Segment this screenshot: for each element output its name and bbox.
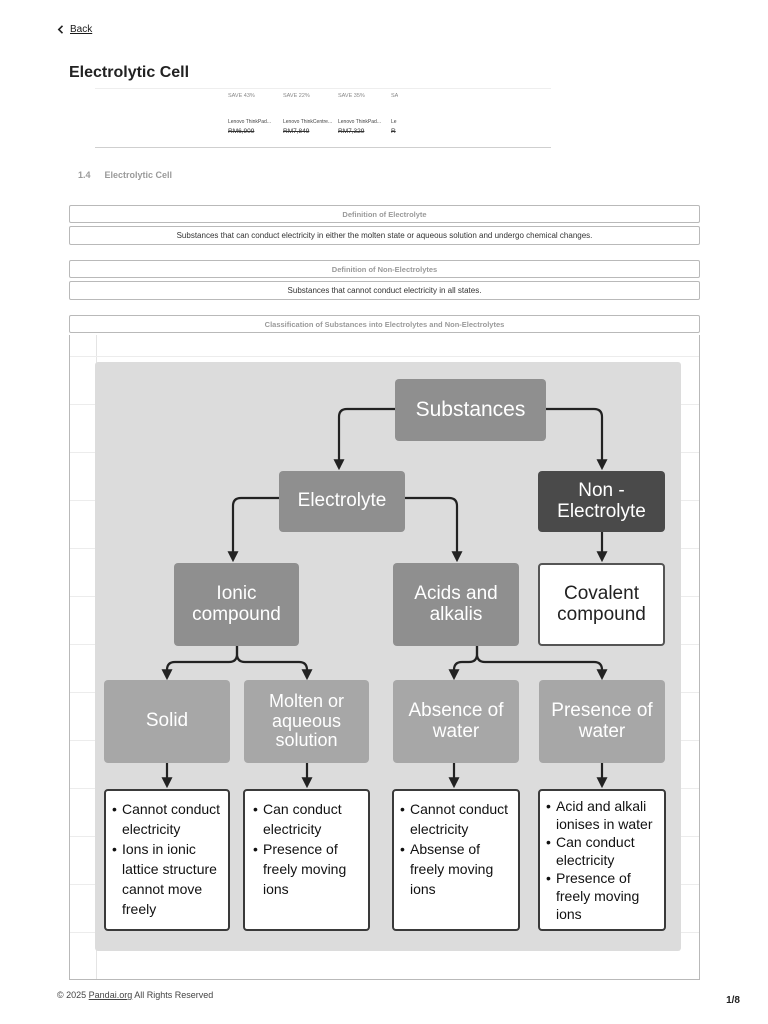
ad-product-price: RM7,329	[338, 128, 365, 135]
node-acids-and-alkalis: Acids and alkalis	[393, 563, 519, 646]
connector-electrolyte-acids	[405, 496, 463, 563]
section-title: Electrolytic Cell	[104, 170, 173, 180]
copyright-prefix: © 2025	[57, 990, 87, 1000]
connector-ionic-solid	[161, 646, 239, 681]
list-item: Acid and alkali ionises in water	[544, 797, 658, 833]
node-presence-of-water: Presence of water	[539, 680, 665, 763]
ad-product-discount: SAVE 35%	[338, 93, 365, 99]
list-item: Can conduct electricity	[251, 799, 362, 839]
section-heading: 1.4 Electrolytic Cell	[78, 170, 172, 180]
ad-product-discount: SAVE 43%	[228, 93, 255, 99]
list-absence-properties: Cannot conduct electricity Absense of fr…	[392, 789, 520, 931]
connector-substances-non-electrolyte	[546, 407, 608, 471]
list-item: Presence of freely moving ions	[251, 839, 362, 899]
connector-substances-electrolyte	[333, 407, 395, 471]
electrolyte-definition-heading: Definition of Electrolyte	[69, 205, 700, 223]
connector-acids-presence	[475, 646, 608, 681]
connector-ionic-molten	[235, 646, 313, 681]
page-title: Electrolytic Cell	[69, 64, 190, 81]
list-item: Cannot conduct electricity	[398, 799, 512, 839]
node-ionic-compound: Ionic compound	[174, 563, 299, 646]
ad-product[interactable]: SAVE 22% Lenovo ThinkCentre... RM7,849	[283, 93, 335, 135]
list-item: Presence of freely moving ions	[544, 869, 658, 923]
ad-product-price: R	[391, 128, 396, 135]
list-item: Cannot conduct electricity	[110, 799, 222, 839]
node-covalent-compound: Covalent compound	[538, 563, 665, 646]
list-molten-properties: Can conduct electricity Presence of free…	[243, 789, 370, 931]
back-label: Back	[70, 24, 93, 35]
copyright-suffix: All Rights Reserved	[134, 990, 214, 1000]
node-absence-of-water: Absence of water	[393, 680, 519, 763]
non-electrolyte-definition-text: Substances that cannot conduct electrici…	[69, 281, 700, 300]
list-item: Ions in ionic lattice structure cannot m…	[110, 839, 222, 919]
node-substances: Substances	[395, 379, 546, 441]
ad-product[interactable]: SAVE 43% Lenovo ThinkPad... RM6,909	[228, 93, 280, 135]
electrolyte-definition-text: Substances that can conduct electricity …	[69, 226, 700, 245]
node-non-electrolyte: Non - Electrolyte	[538, 471, 665, 532]
section-number: 1.4	[78, 170, 91, 180]
connector-acids-absence	[448, 646, 479, 681]
classification-heading: Classification of Substances into Electr…	[69, 315, 700, 333]
ad-product-strip: SAVE 43% Lenovo ThinkPad... RM6,909 SAVE…	[228, 89, 398, 147]
back-link[interactable]: Back	[57, 24, 92, 35]
node-solid: Solid	[104, 680, 230, 763]
list-presence-properties: Acid and alkali ionises in water Can con…	[538, 789, 666, 931]
ad-product-discount: SA	[391, 93, 398, 99]
ad-product-price: RM7,849	[283, 128, 310, 135]
node-molten-or-aqueous: Molten or aqueous solution	[244, 680, 369, 763]
ad-product[interactable]: SA Le R	[391, 93, 398, 135]
list-item: Absense of freely moving ions	[398, 839, 512, 899]
page-number: 1/8	[726, 995, 740, 1006]
ad-banner[interactable]: SAVE 43% Lenovo ThinkPad... RM6,909 SAVE…	[95, 88, 551, 148]
list-solid-properties: Cannot conduct electricity Ions in ionic…	[104, 789, 230, 931]
connector-electrolyte-ionic	[227, 496, 279, 563]
list-item: Can conduct electricity	[544, 833, 658, 869]
ad-product[interactable]: SAVE 35% Lenovo ThinkPad... RM7,329	[338, 93, 390, 135]
ad-product-price: RM6,909	[228, 128, 255, 135]
pandai-link[interactable]: Pandai.org	[88, 990, 133, 1000]
node-electrolyte: Electrolyte	[279, 471, 405, 532]
frame-guide-line	[70, 356, 699, 357]
chevron-left-icon	[57, 25, 64, 34]
ad-product-discount: SAVE 22%	[283, 93, 310, 99]
non-electrolyte-definition-heading: Definition of Non-Electrolytes	[69, 260, 700, 278]
footer-copyright: © 2025 Pandai.org All Rights Reserved	[57, 990, 213, 1000]
